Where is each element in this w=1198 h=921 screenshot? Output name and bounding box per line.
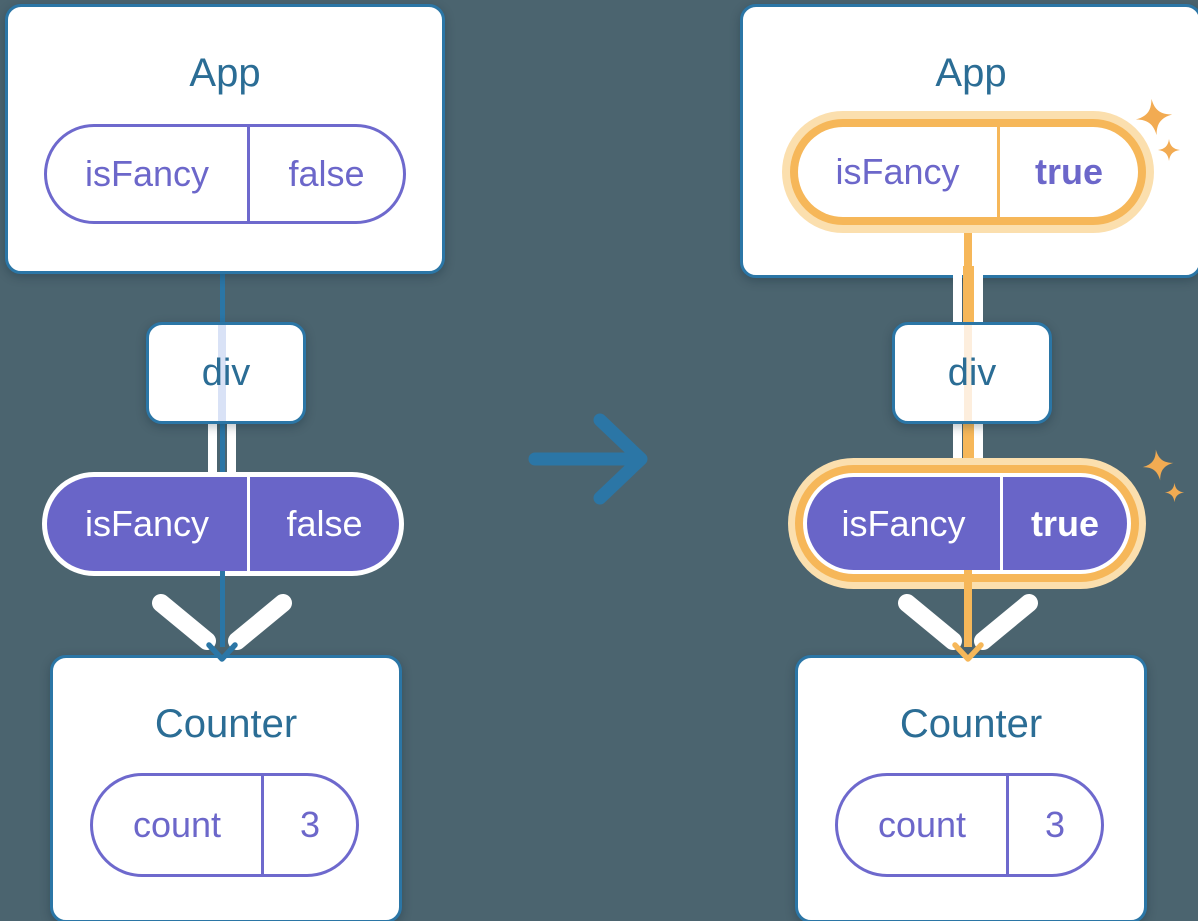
- state-pill: count 3: [90, 773, 359, 877]
- state-name: count: [132, 804, 222, 845]
- app-title: App: [189, 51, 261, 95]
- state-wire: [964, 233, 972, 269]
- counter-card: Counter count 3: [795, 655, 1147, 921]
- prop-flow-line-right: [227, 419, 236, 476]
- prop-name: isFancy: [84, 153, 210, 194]
- div-card: div: [892, 322, 1052, 424]
- prop-flow-line-left: [953, 419, 962, 476]
- counter-card: Counter count 3: [50, 655, 402, 921]
- tree-edge-to-counter: [219, 571, 225, 647]
- app-card: App isFancy false: [5, 4, 445, 274]
- div-label: div: [947, 351, 997, 394]
- state-name: count: [877, 804, 967, 845]
- state-wire-to-counter: [964, 570, 972, 647]
- app-card: App isFancy true: [740, 4, 1198, 278]
- passed-prop-value: false: [286, 503, 363, 544]
- passed-prop-name: isFancy: [84, 503, 210, 544]
- flow-chevron-icon: [898, 594, 1038, 650]
- arrowhead-icon: [952, 642, 984, 662]
- counter-title: Counter: [154, 702, 298, 746]
- sparkle-icon: [1164, 482, 1185, 503]
- prop-wire: [218, 325, 226, 421]
- prop-flow-line-left: [208, 419, 217, 476]
- counter-title: Counter: [899, 702, 1043, 746]
- state-pill: count 3: [835, 773, 1104, 877]
- sparkle-icon: [1158, 139, 1180, 161]
- prop-pill: isFancy false: [44, 124, 406, 224]
- state-value: 3: [299, 804, 321, 845]
- state-value: 3: [1044, 804, 1066, 845]
- sparkle-icon: [1142, 449, 1174, 481]
- app-title: App: [935, 51, 1007, 95]
- passed-prop-pill-highlighted: isFancy true: [807, 477, 1127, 570]
- flow-chevron-icon: [152, 594, 292, 650]
- tree-edge-app-div: [219, 266, 225, 322]
- prop-pill-highlighted: isFancy true: [798, 127, 1138, 217]
- tree-edge-div-counter: [219, 418, 225, 478]
- div-card: div: [146, 322, 306, 424]
- state-wire-edge: [962, 266, 974, 322]
- sparkle-icon: [1135, 98, 1173, 136]
- arrowhead-icon: [206, 642, 238, 662]
- prop-name: isFancy: [835, 151, 960, 192]
- state-wire-edge: [962, 418, 974, 478]
- div-label: div: [201, 351, 251, 394]
- passed-prop-value: true: [1030, 502, 1099, 544]
- prop-flow-line-right: [973, 419, 983, 476]
- transition-arrow-icon: [528, 413, 648, 505]
- passed-prop-pill: isFancy false: [47, 477, 399, 571]
- prop-flow-line-right: [973, 267, 983, 322]
- prop-value: true: [1034, 151, 1103, 192]
- prop-wire: [964, 325, 972, 421]
- passed-prop-name: isFancy: [841, 502, 966, 544]
- prop-value: false: [288, 153, 365, 194]
- prop-flow-line-left: [953, 267, 962, 322]
